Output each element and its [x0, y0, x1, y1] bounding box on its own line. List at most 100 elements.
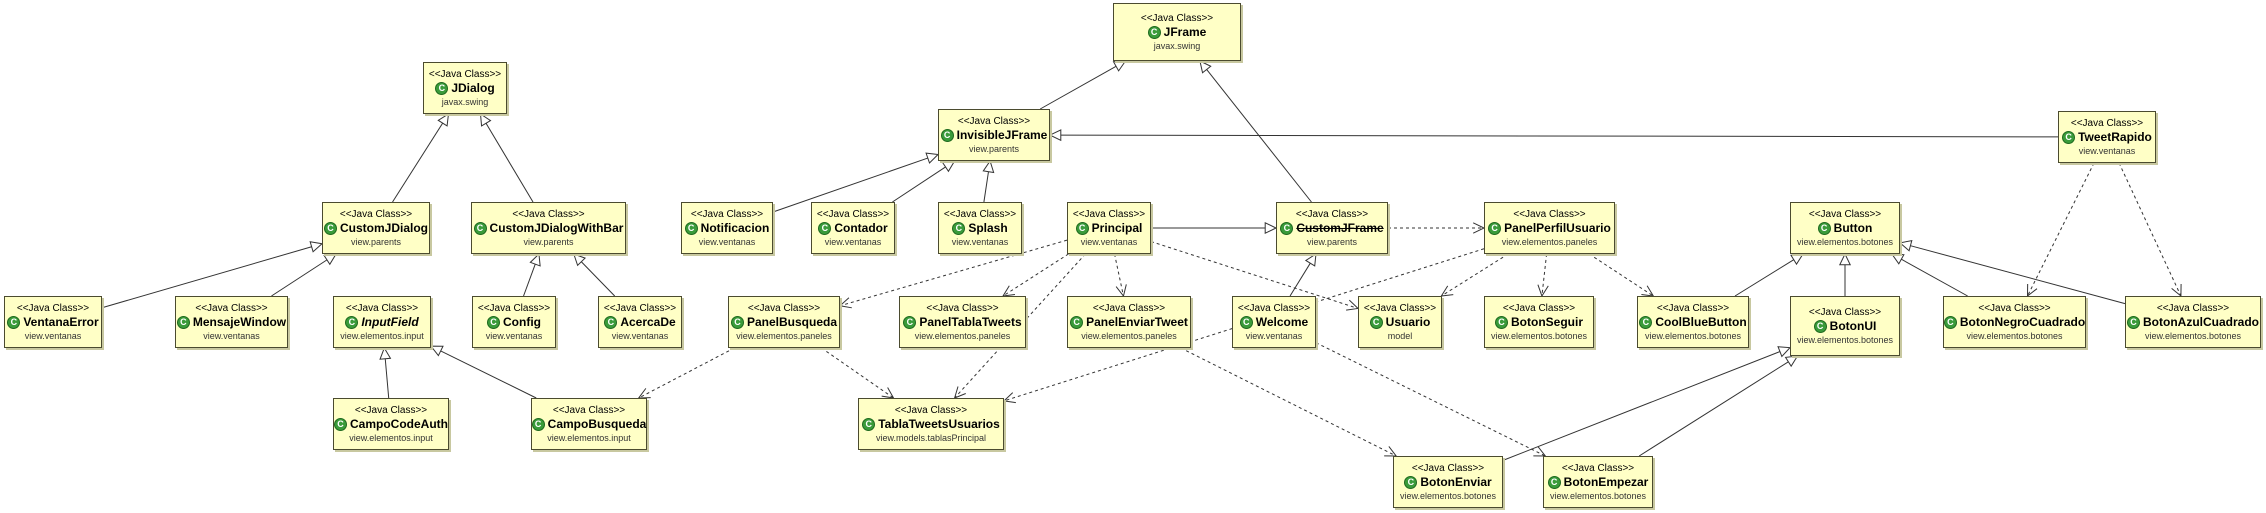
package-label: view.elementos.paneles [736, 330, 832, 341]
generalization-edge-acercade-customjdialogwithbar [580, 261, 616, 297]
dependency-edge-panelenviartweet-botonenviar [1180, 347, 1397, 457]
stereotype: <<Java Class>> [1411, 462, 1485, 474]
java-class-icon: C [473, 221, 487, 235]
stereotype: <<Java Class>> [1295, 208, 1369, 220]
stereotype: <<Java Class>> [1502, 302, 1576, 314]
java-class-icon: C [334, 417, 347, 431]
generalization-arrowhead-invisiblejframe-jframe [1112, 60, 1127, 72]
generalization-arrowhead-campocodeauth-inputfield [379, 346, 392, 360]
stereotype: <<Java Class>> [603, 302, 677, 314]
generalization-arrowhead-botonui-button [1838, 252, 1852, 266]
java-class-icon: C [818, 221, 832, 235]
generalization-edge-config-customjdialogwithbar [523, 263, 536, 297]
java-class-icon: C [2127, 315, 2140, 329]
stereotype: <<Java Class>> [1072, 208, 1146, 220]
dependency-edge-panelperfilusuario-usuario [1441, 253, 1509, 297]
stereotype: <<Java Class>> [816, 208, 890, 220]
generalization-edge-mensajewindow-customjdialog [271, 259, 328, 297]
package-label: view.ventanas [203, 330, 260, 341]
java-class-icon: C [435, 81, 449, 95]
generalization-arrowhead-coolbluebutton-button [1790, 253, 1804, 266]
package-label: view.parents [968, 143, 1020, 154]
package-label: view.elementos.botones [2144, 330, 2242, 341]
generalization-edge-ventanaerror-customjdialog [101, 246, 312, 309]
java-class-icon: C [1488, 221, 1502, 235]
java-class-icon: C [1817, 221, 1831, 235]
package-label: view.parents [523, 236, 574, 247]
java-class-icon: C [604, 315, 618, 329]
stereotype: <<Java Class>> [690, 208, 764, 220]
package-label: view.elementos.botones [1966, 330, 2063, 341]
package-label: view.ventanas [611, 330, 669, 341]
stereotype: <<Java Class>> [16, 302, 90, 314]
dependency-edge-principal-panelenviartweet [1114, 253, 1124, 297]
generalization-edge-notificacion-invisiblejframe [772, 157, 928, 213]
generalization-edge-botonempezar-botonui [1638, 361, 1789, 457]
dependency-edge-principal-paneltablatweets [1002, 253, 1069, 297]
java-class-icon: C [1404, 475, 1418, 489]
package-label: javax.swing [441, 96, 489, 107]
stereotype: <<Java Class>> [1140, 12, 1214, 24]
generalization-arrowhead-customjdialog-jdialog [437, 113, 450, 127]
stereotype: <<Java Class>> [1978, 302, 2051, 314]
java-class-icon: C [345, 315, 359, 329]
generalization-arrowhead-botonazulcuadrado-button [1898, 239, 1913, 252]
package-label: view.elementos.paneles [914, 330, 1011, 341]
generalization-edge-customjdialog-jdialog [392, 122, 444, 203]
stereotype: <<Java Class>> [1237, 302, 1311, 314]
generalization-arrowhead-notificacion-invisiblejframe [925, 152, 940, 164]
java-class-icon: C [1943, 315, 1957, 329]
stereotype: <<Java Class>> [747, 302, 821, 314]
stereotype: <<Java Class>> [345, 302, 419, 314]
package-label: view.ventanas [824, 236, 882, 247]
package-label: view.ventanas [1245, 330, 1303, 341]
java-class-icon: C [1147, 25, 1161, 39]
